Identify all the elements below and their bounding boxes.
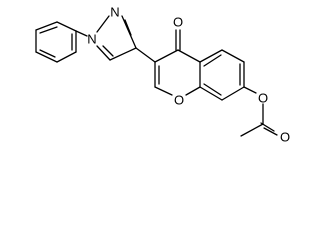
pyrazole-ring <box>96 15 137 61</box>
bond-c7-ester-oxygen <box>243 86 257 94</box>
atom-label-n2: N <box>110 5 119 20</box>
atom-label-ester-oxygen: O <box>258 91 268 106</box>
ketone-double-bond <box>175 29 181 51</box>
atom-label-ring-oxygen: O <box>174 93 184 108</box>
atom-label-ketone-oxygen: O <box>173 15 183 30</box>
atom-label-carbonyl-oxygen: O <box>280 130 290 145</box>
chemical-structure-diagram: N N O O O O <box>35 5 290 145</box>
phenyl-ring <box>35 21 77 63</box>
bond-pyrazole-chromone <box>135 47 156 63</box>
pyranone-ring <box>154 49 201 96</box>
benzo-ring <box>199 49 245 101</box>
atom-label-n1: N <box>87 32 96 47</box>
bond-phenyl-n1 <box>75 30 88 37</box>
acetate-group <box>240 103 278 137</box>
